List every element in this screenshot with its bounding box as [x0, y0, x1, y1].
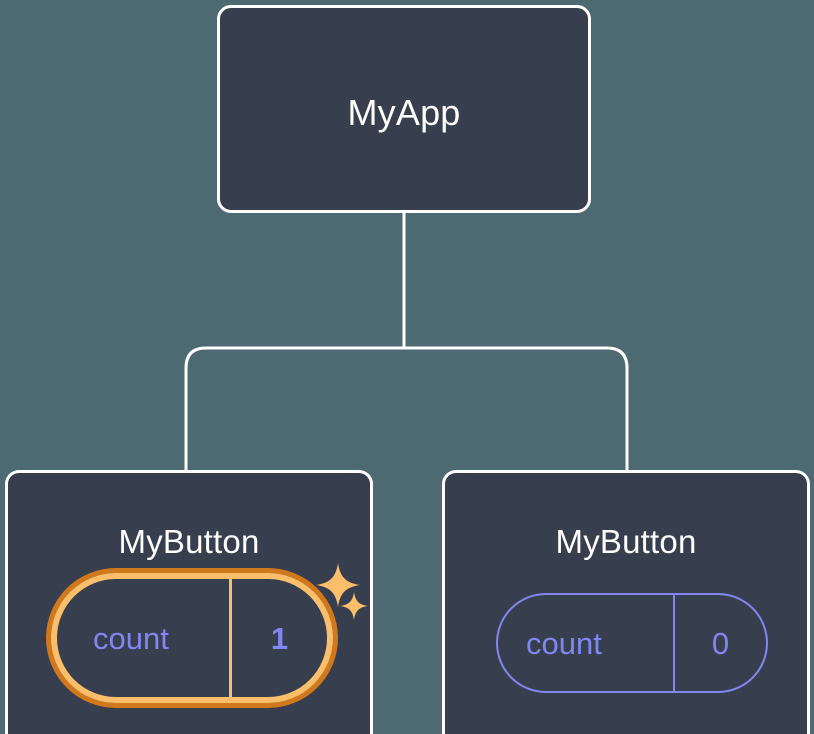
node-myapp-label: MyApp — [347, 92, 461, 133]
node-mybutton-left-label: MyButton — [118, 523, 260, 560]
node-mybutton-right[interactable]: MyButton count 0 — [442, 470, 810, 734]
node-mybutton-right-label: MyButton — [555, 523, 697, 560]
node-mybutton-left[interactable]: MyButton count 1 — [5, 470, 373, 734]
state-pill-right-name: count — [526, 625, 602, 661]
state-pill-count-idle[interactable]: count 0 — [496, 593, 768, 693]
state-pill-left-name: count — [93, 620, 169, 656]
state-pill-left-value: 1 — [229, 579, 327, 697]
connector-branch-bus — [184, 346, 629, 470]
state-pill-right-value: 0 — [673, 595, 766, 691]
node-myapp[interactable]: MyApp — [217, 5, 591, 213]
state-pill-count-active[interactable]: count 1 — [51, 573, 333, 703]
